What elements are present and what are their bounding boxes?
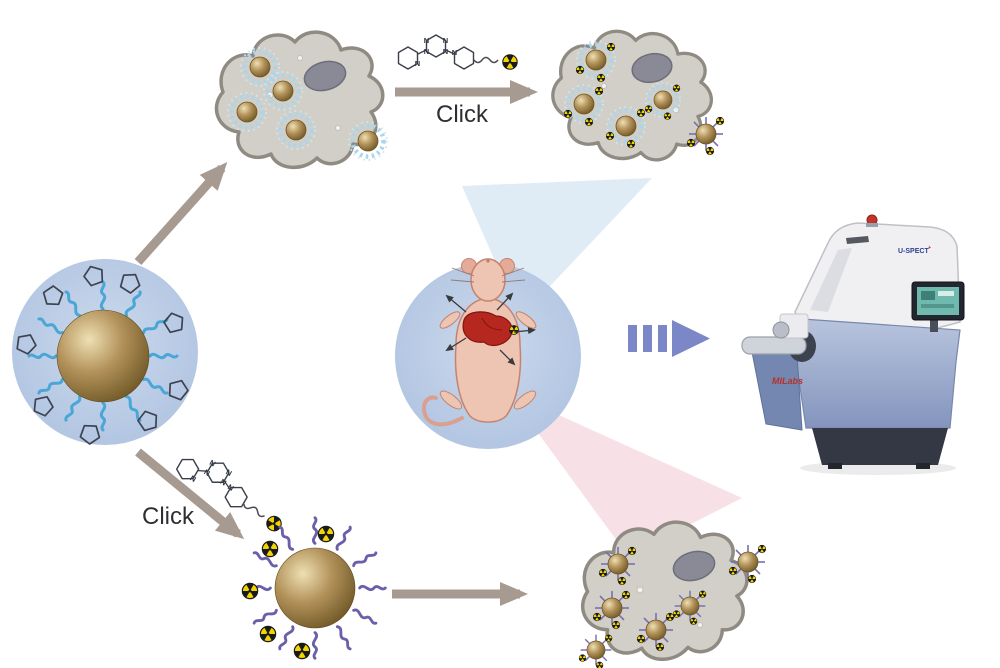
atom-label: N bbox=[219, 477, 228, 488]
atom-label: N bbox=[226, 482, 235, 493]
radioactive-icon bbox=[261, 540, 279, 558]
scanner-model-label: U-SPECT bbox=[898, 248, 929, 255]
mouse-limb-hind-right bbox=[513, 390, 537, 410]
monitor-mount bbox=[930, 314, 938, 332]
atom-label: N bbox=[189, 473, 198, 484]
atom-label: N bbox=[208, 458, 217, 469]
radiolabeled-nanoparticle bbox=[241, 516, 387, 660]
scanner-foot bbox=[916, 463, 930, 469]
click-label-top: Click bbox=[436, 101, 489, 128]
functionalized-nanoparticle-circle bbox=[12, 259, 198, 448]
liver-lobe-line bbox=[481, 317, 503, 331]
beam-pink bbox=[508, 392, 742, 556]
scanner-foot bbox=[828, 463, 842, 469]
cell-nucleus bbox=[672, 550, 716, 582]
nanoparticle-radiolabeled-icon bbox=[579, 635, 612, 668]
radioactive-icon bbox=[502, 54, 518, 70]
scanner-button-base bbox=[866, 223, 878, 227]
atom-label: N bbox=[424, 36, 429, 45]
mouse-whiskers bbox=[450, 267, 526, 283]
gold-nanoparticle-core bbox=[274, 547, 356, 629]
liver-highlight bbox=[462, 311, 513, 347]
scanner-hood-shade bbox=[810, 248, 852, 312]
process-arrows bbox=[134, 80, 538, 606]
atom-label: N bbox=[452, 48, 457, 57]
click-label-bottom: Click bbox=[142, 503, 195, 530]
atom-label: N bbox=[202, 467, 211, 478]
bed-knob bbox=[772, 321, 790, 339]
cell-nucleus bbox=[631, 52, 673, 84]
animal-bed bbox=[741, 336, 807, 355]
mouse-limb-hind-left bbox=[439, 390, 463, 410]
scanner-vent-slot bbox=[846, 236, 869, 244]
scanner-brand-label: MILabs bbox=[772, 376, 803, 386]
linker-squiggle bbox=[473, 56, 499, 64]
scanner-base bbox=[812, 428, 948, 465]
cell-nucleus bbox=[303, 60, 347, 92]
atom-label: N bbox=[443, 36, 448, 45]
radioactive-icon bbox=[509, 325, 519, 335]
radioactive-icon bbox=[259, 625, 277, 643]
mouse-nose bbox=[486, 259, 490, 263]
mouse-illustration bbox=[421, 258, 537, 427]
radioactive-icon bbox=[317, 525, 335, 543]
cell-membrane bbox=[214, 30, 385, 170]
emission-arrows bbox=[445, 292, 536, 366]
radioactive-icon bbox=[293, 642, 311, 660]
atom-label: N bbox=[224, 467, 233, 478]
macrophage-cell-top-right bbox=[543, 19, 724, 172]
linker-squiggle bbox=[243, 503, 265, 518]
radioactive-icon bbox=[241, 582, 259, 600]
macrophage-cell-top-left bbox=[214, 30, 387, 170]
vesicle bbox=[297, 55, 303, 61]
vesicle bbox=[636, 586, 644, 594]
vesicle bbox=[697, 622, 703, 628]
spect-scanner: U-SPECT + MILabs bbox=[741, 214, 965, 475]
mouse-limb-front-left bbox=[439, 311, 461, 329]
screen-content bbox=[938, 291, 954, 296]
arrow-click-bottom bbox=[135, 448, 245, 540]
scanner-model-superscript: + bbox=[928, 245, 931, 251]
scanner-body bbox=[787, 317, 961, 429]
dashed-arrow bbox=[628, 320, 710, 357]
mouse-imaging-circle bbox=[395, 258, 581, 449]
atom-label: N bbox=[415, 59, 420, 68]
mouse-head bbox=[470, 258, 506, 302]
atom-label: N bbox=[424, 47, 429, 56]
atom-label: N bbox=[443, 47, 448, 56]
vesicle bbox=[335, 125, 341, 131]
vesicle bbox=[601, 83, 607, 89]
control-monitor bbox=[911, 281, 965, 332]
tetrazine-probe-structure-bottom: N N N N N N bbox=[173, 454, 285, 534]
mouse-tail bbox=[421, 395, 464, 427]
gold-nanoparticle-core bbox=[56, 309, 150, 403]
pyridine-ring bbox=[453, 46, 475, 70]
screen-content bbox=[921, 304, 954, 308]
macrophage-cell-bottom-right bbox=[573, 513, 766, 668]
tetrazine-probe-structure-top: N N N N N N bbox=[397, 34, 518, 70]
screen-content bbox=[921, 291, 935, 300]
arrow-uptake bbox=[134, 162, 228, 265]
